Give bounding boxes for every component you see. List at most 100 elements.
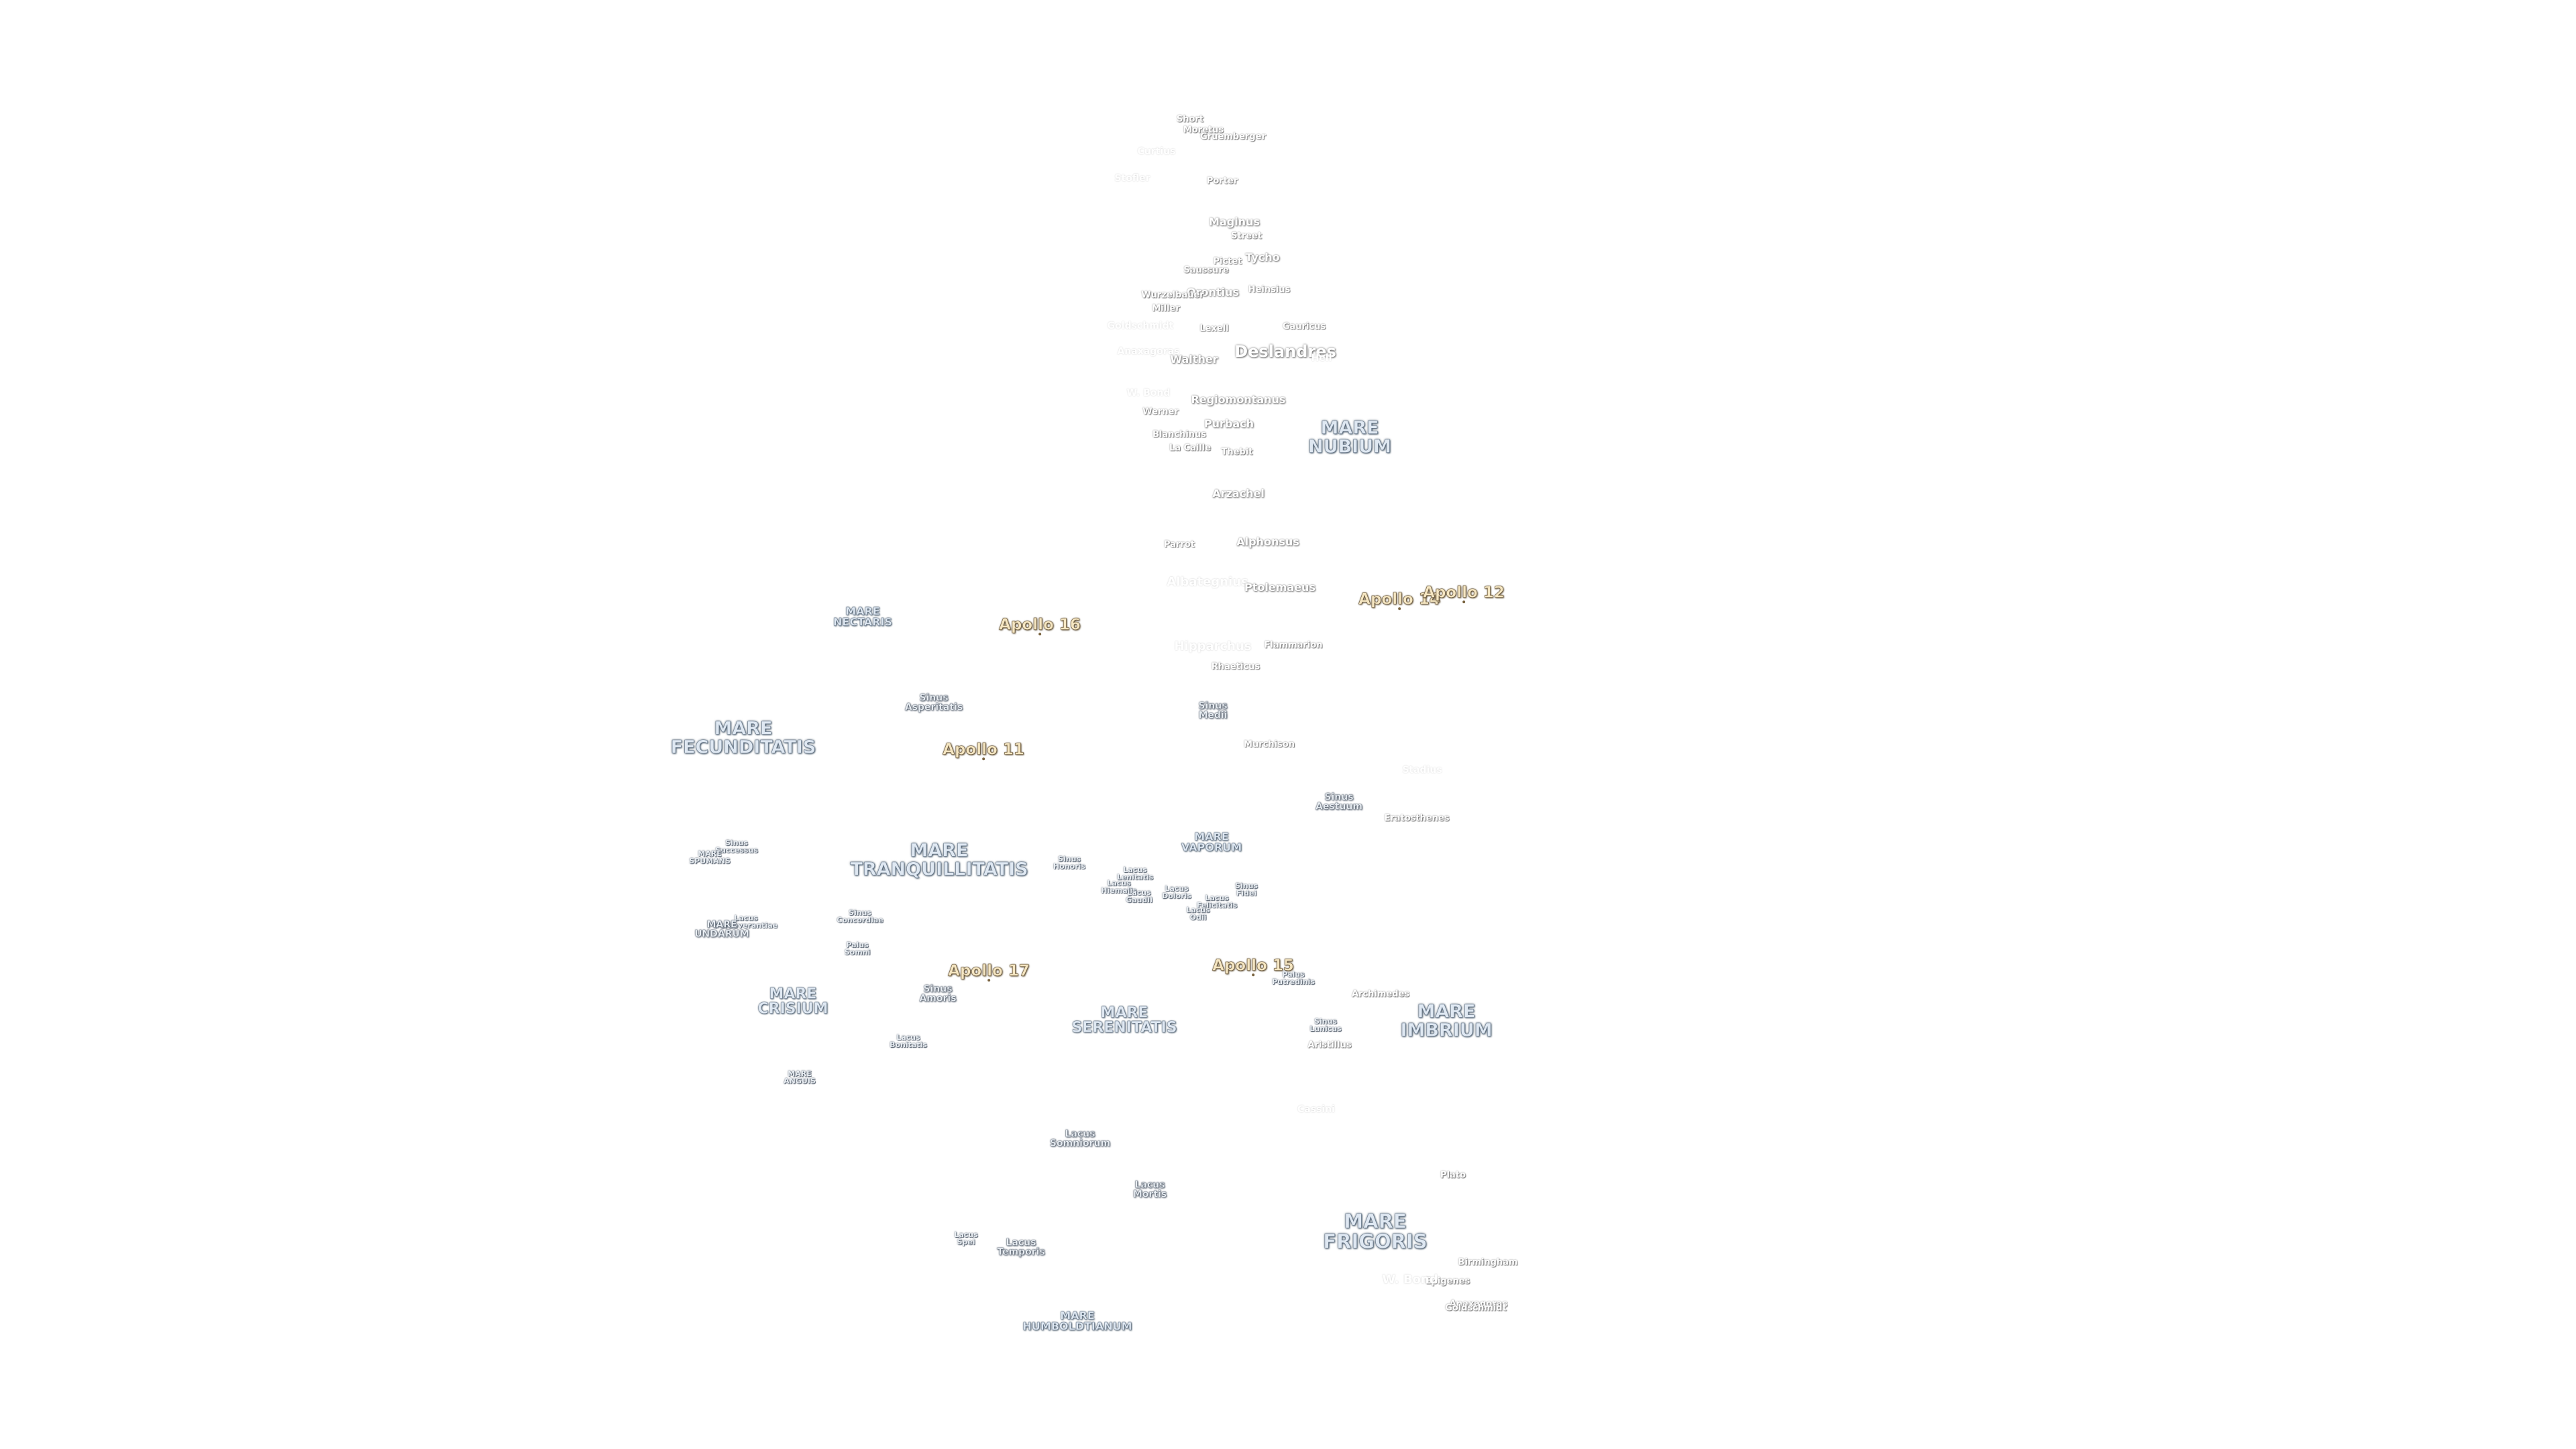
- apollo-14-pin: [1398, 607, 1401, 610]
- label-w-bond: W. Bond: [1126, 387, 1171, 398]
- label-mare-imbrium: MARE IMBRIUM: [1400, 1001, 1493, 1040]
- label-mare-undarum: MARE UNDARUM: [694, 919, 749, 940]
- label-walther: Walther: [1170, 352, 1218, 366]
- label-mare-anguis: MARE ANGUIS: [784, 1069, 816, 1085]
- apollo-12-pin: [1462, 600, 1465, 604]
- label-la-caille: La Caille: [1169, 443, 1212, 453]
- label-archimedes: Archimedes: [1351, 989, 1410, 1000]
- label-saussure: Saussure: [1183, 265, 1229, 276]
- label-lacus-lenitatis: Lacus Lenitatis: [1116, 865, 1154, 881]
- label-arzachel: Arzachel: [1212, 486, 1265, 500]
- label-plato: Plato: [1440, 1170, 1466, 1181]
- apollo-17-marker[interactable]: Apollo 17: [948, 962, 1030, 982]
- label-lacus-gaudii: Lacus Gaudii: [1126, 888, 1152, 904]
- label-mare-humboldtianum: MARE HUMBOLDTIANUM: [1022, 1309, 1132, 1333]
- label-deslandres: Deslandres: [1234, 341, 1336, 361]
- label-street: Street: [1231, 231, 1262, 241]
- apollo-15-marker[interactable]: Apollo 15: [1212, 957, 1294, 977]
- label-sinus-aestuum: Sinus Aestuum: [1316, 792, 1362, 812]
- label-curtius: Curtius: [1137, 146, 1176, 157]
- label-werner: Werner: [1142, 407, 1179, 417]
- label-miller: Miller: [1152, 303, 1180, 314]
- label-regiomontanus: Regiomontanus: [1191, 392, 1286, 406]
- label-parrot: Parrot: [1164, 539, 1195, 550]
- label-lacus-odii: Lacus Odii: [1186, 905, 1210, 922]
- label-palus-putredinis: Palus Putredinis: [1272, 969, 1315, 986]
- label-short: Short: [1176, 114, 1204, 125]
- label-eratosthenes: Eratosthenes: [1384, 813, 1450, 824]
- label-sinus-lunicus: Sinus Lunicus: [1309, 1016, 1342, 1033]
- label-mare-crisium: MARE CRISIUM: [757, 985, 828, 1018]
- label-sinus-asperitatis: Sinus Asperitatis: [904, 692, 963, 713]
- label-lacus-mortis: Lacus Mortis: [1132, 1179, 1167, 1200]
- label-lacus-perseverantiae: Lacus Perseverantiae: [714, 913, 778, 930]
- label-wurzelbauer: Wurzelbauer: [1141, 290, 1204, 301]
- label-alphonsus: Alphonsus: [1236, 535, 1299, 548]
- label-goldschmidt-north: Goldschmidt: [1445, 1303, 1507, 1313]
- label-birmingham: Birmingham: [1458, 1257, 1518, 1268]
- label-lacus-somniorum: Lacus Somniorum: [1049, 1128, 1111, 1149]
- label-tycho: Tycho: [1245, 250, 1280, 264]
- label-palus-somni: Palus Somni: [844, 940, 871, 957]
- apollo-17-pin: [987, 979, 990, 982]
- label-stadius: Stadius: [1402, 764, 1442, 775]
- label-cassini: Cassini: [1297, 1104, 1335, 1115]
- label-flammarion: Flammarion: [1264, 640, 1323, 651]
- label-lacus-spei: Lacus Spei: [954, 1230, 978, 1246]
- label-albategnius: Albategnius: [1167, 574, 1248, 589]
- label-goldschmidt: Goldschmidt: [1107, 320, 1174, 331]
- label-thebit: Thebit: [1221, 447, 1253, 458]
- apollo-12-label: Apollo 12: [1423, 584, 1505, 602]
- label-aristillus: Aristillus: [1307, 1040, 1352, 1051]
- label-mare-tranquillitatis: MARE TRANQUILLITATIS: [850, 840, 1028, 879]
- label-lacus-temporis: Lacus Temporis: [997, 1237, 1045, 1258]
- label-sinus-amoris: Sinus Amoris: [919, 983, 957, 1004]
- label-mare-serenitatis: MARE SERENITATIS: [1071, 1004, 1177, 1036]
- apollo-16-marker[interactable]: Apollo 16: [999, 616, 1081, 636]
- apollo-14-marker[interactable]: Apollo 14: [1358, 590, 1440, 610]
- apollo-12-marker[interactable]: Apollo 12: [1423, 584, 1505, 604]
- apollo-11-label: Apollo 11: [943, 741, 1024, 759]
- label-lacus-doloris: Lacus Doloris: [1162, 883, 1191, 900]
- apollo-17-label: Apollo 17: [948, 962, 1030, 980]
- label-mare-vaporum: MARE VAPORUM: [1181, 830, 1242, 854]
- label-anaxagoras: Anaxagoras: [1117, 345, 1180, 357]
- label-moretus: Moretus: [1183, 125, 1224, 136]
- apollo-11-pin: [982, 757, 985, 761]
- label-sinus-fidei: Sinus Fidei: [1235, 881, 1258, 898]
- label-mare-spumans: MARE SPUMANS: [689, 849, 731, 865]
- label-w-bond-north: W. Bond: [1382, 1272, 1438, 1287]
- label-gruemberger: Gruemberger: [1200, 131, 1266, 142]
- apollo-16-pin: [1038, 633, 1041, 636]
- label-stofler: Stofler: [1114, 172, 1150, 184]
- label-ptolemaeus: Ptolemaeus: [1244, 580, 1316, 594]
- label-mare-nectaris: MARE NECTARIS: [833, 604, 892, 629]
- label-anaxagoras-north: Anaxagoras: [1449, 1299, 1508, 1309]
- label-porter: Porter: [1206, 176, 1238, 186]
- label-lacus-felicitatis: Lacus Felicitatis: [1196, 893, 1238, 910]
- label-lacus-hiemalis: Lacus Hiemalis: [1101, 878, 1137, 895]
- apollo-15-label: Apollo 15: [1212, 957, 1294, 975]
- label-mare-frigoris: MARE FRIGORIS: [1323, 1210, 1428, 1252]
- label-hell: Hell: [1311, 352, 1332, 364]
- label-lexell: Lexell: [1199, 323, 1229, 334]
- label-mare-nubium: MARE NUBIUM: [1308, 417, 1392, 457]
- apollo-14-label: Apollo 14: [1358, 590, 1440, 608]
- label-sinus-honoris: Sinus Honoris: [1053, 854, 1085, 871]
- label-murchison: Murchison: [1244, 739, 1295, 750]
- label-hipparchus: Hipparchus: [1174, 639, 1252, 653]
- label-heinsius: Heinsius: [1248, 284, 1291, 295]
- label-pictet: Pictet: [1213, 256, 1242, 267]
- label-sinus-successus: Sinus Successus: [715, 838, 758, 855]
- label-maginus: Maginus: [1209, 215, 1260, 228]
- label-lacus-bonitatis: Lacus Bonitatis: [890, 1032, 927, 1049]
- apollo-15-pin: [1252, 973, 1254, 977]
- label-orontius: Orontius: [1187, 285, 1239, 299]
- label-sinus-medii: Sinus Medii: [1198, 700, 1228, 721]
- label-blanchinus: Blanchinus: [1152, 429, 1207, 440]
- apollo-11-marker[interactable]: Apollo 11: [943, 741, 1024, 761]
- apollo-16-label: Apollo 16: [999, 616, 1081, 634]
- label-epigenes: Epigenes: [1425, 1276, 1470, 1287]
- label-purbach: Purbach: [1203, 417, 1254, 430]
